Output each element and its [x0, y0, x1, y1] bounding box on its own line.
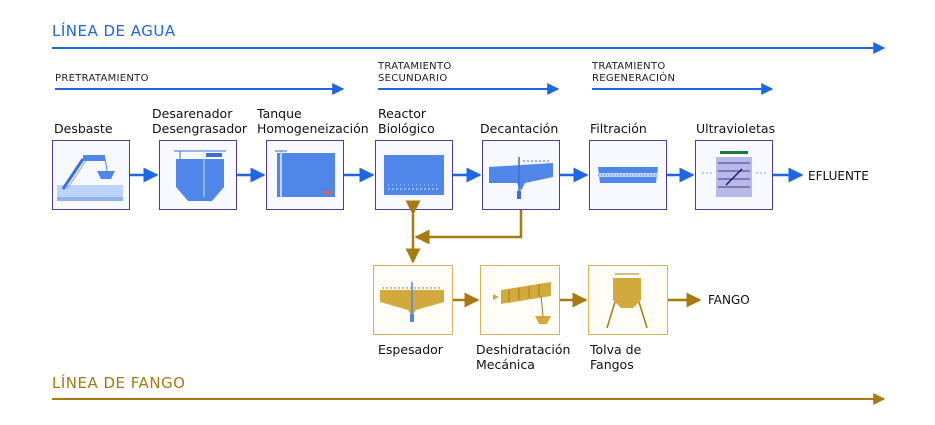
step-label-line: Decantación [480, 121, 559, 136]
step-label-line: Desengrasador [152, 121, 248, 136]
step-label-line: Tolva de [590, 342, 642, 357]
step-label-line: Desarenador [152, 106, 233, 121]
filter-icon [598, 167, 658, 183]
stage-title-line: REGENERACIÓN [592, 73, 676, 84]
stage-title-line: TRATAMIENTO [378, 61, 452, 72]
process-box-deshidratacion[interactable] [480, 265, 560, 335]
step-label-reactor: Reactor Biológico [378, 106, 435, 136]
step-label-line: Biológico [378, 121, 435, 136]
grit-tank-icon [174, 150, 226, 201]
step-label-line: Filtración [590, 121, 647, 136]
dewatering-screw-icon [493, 282, 551, 324]
thickener-icon [380, 282, 444, 322]
process-box-decantacion[interactable] [482, 140, 560, 210]
process-box-espesador[interactable] [373, 265, 453, 335]
step-label-tanque: Tanque Homogeneización [257, 106, 369, 136]
step-label-line: Reactor [378, 106, 427, 121]
uv-lamp-icon [702, 151, 766, 197]
step-label-line: Mecánica [476, 357, 535, 372]
stage-title-line: PRETRATAMIENTO [55, 73, 149, 84]
stage-title-line: TRATAMIENTO [592, 61, 666, 72]
screen-icon [57, 155, 123, 201]
process-box-desbaste[interactable] [52, 140, 130, 210]
step-label-deshidratacion: Deshidratación Mecánica [476, 342, 570, 372]
step-label-line: Homogeneización [257, 121, 369, 136]
step-label-line: Deshidratación [476, 342, 571, 357]
step-label-desbaste: Desbaste [54, 121, 113, 136]
step-label-line: Ultravioletas [696, 121, 776, 136]
stage-pretreatment-title: PRETRATAMIENTO [55, 73, 149, 85]
step-label-line: Desbaste [54, 121, 113, 136]
step-label-espesador: Espesador [378, 342, 443, 357]
sludge-output-label: FANGO [708, 293, 750, 307]
stage-regeneration-title: TRATAMIENTO REGENERACIÓN [592, 61, 675, 85]
step-label-line: Espesador [378, 342, 443, 357]
step-label-ultravioletas: Ultravioletas [696, 121, 775, 136]
clarifier-icon [489, 157, 553, 199]
effluent-label: EFLUENTE [808, 169, 869, 183]
homogenization-tank-icon [275, 150, 335, 197]
sludge-hopper-icon [606, 273, 648, 329]
stage-secondary-title: TRATAMIENTO SECUNDARIO [378, 61, 452, 85]
process-box-homogeneizacion[interactable] [266, 140, 344, 210]
stage-title-line: SECUNDARIO [378, 73, 448, 84]
step-label-desarenador: Desarenador Desengrasador [152, 106, 247, 136]
step-label-tolva: Tolva de Fangos [590, 342, 641, 372]
process-box-tolva[interactable] [588, 265, 668, 335]
sludge-return-line [414, 210, 523, 245]
process-box-ultravioletas[interactable] [695, 140, 773, 210]
step-label-filtracion: Filtración [590, 121, 647, 136]
step-label-line: Fangos [590, 357, 634, 372]
process-box-filtracion[interactable] [589, 140, 667, 210]
sludge-line-title: LÍNEA DE FANGO [52, 374, 186, 392]
step-label-decantacion: Decantación [480, 121, 558, 136]
water-line-title: LÍNEA DE AGUA [52, 22, 176, 40]
bioreactor-icon [384, 155, 444, 195]
process-box-desarenador[interactable] [159, 140, 237, 210]
step-label-line: Tanque [257, 106, 302, 121]
process-box-reactor[interactable] [375, 140, 453, 210]
